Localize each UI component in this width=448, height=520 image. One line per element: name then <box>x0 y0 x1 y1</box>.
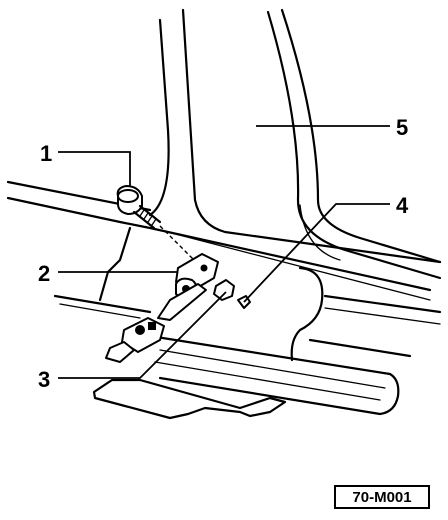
callout-3: 3 <box>38 367 50 392</box>
leader-1 <box>58 151 131 186</box>
leader-3 <box>58 291 227 379</box>
floor-plate <box>92 378 287 420</box>
callout-2: 2 <box>38 261 50 286</box>
bracket-part-2 <box>105 253 219 363</box>
clip-part-3 <box>213 279 235 301</box>
callout-5: 5 <box>396 115 408 140</box>
callout-1: 1 <box>40 141 52 166</box>
callout-4: 4 <box>396 193 409 218</box>
pillar-panel <box>148 8 442 280</box>
sill-lines <box>6 180 442 358</box>
leader-4 <box>243 203 390 303</box>
sill-rail <box>148 266 400 416</box>
figure-reference: 70-M001 <box>334 485 430 509</box>
screw-part-1 <box>116 185 197 263</box>
